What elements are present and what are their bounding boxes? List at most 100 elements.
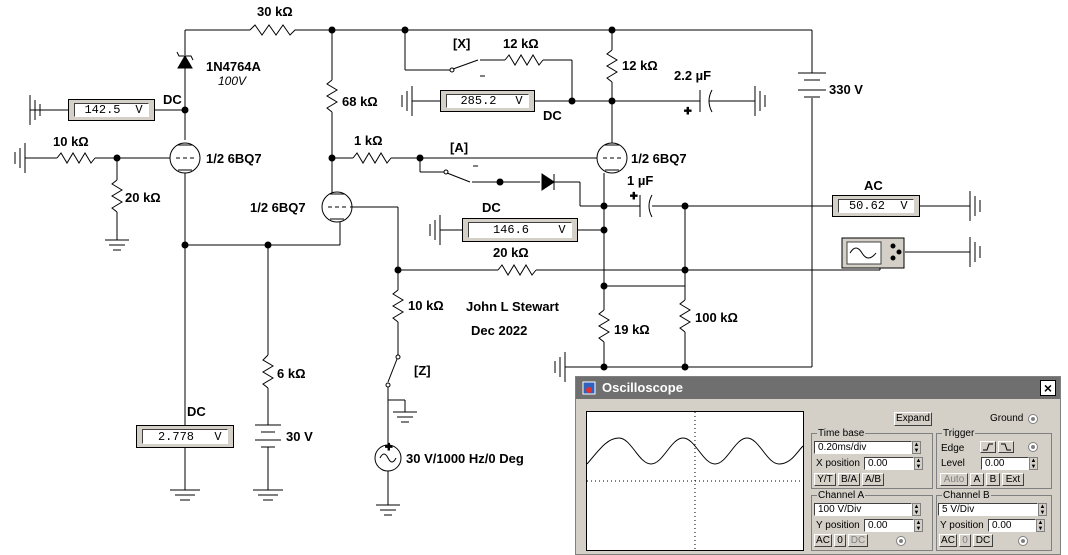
trigger-level-spinner[interactable]: ▲▼	[1029, 457, 1038, 470]
label-r-19k: 19 kΩ	[614, 322, 650, 337]
channel-a-radio[interactable]	[896, 536, 906, 546]
channel-a-dc-button[interactable]: DC	[848, 534, 868, 547]
timebase-group	[811, 433, 933, 489]
label-r-1k: 1 kΩ	[354, 133, 383, 148]
label-switch-x: [X]	[453, 36, 470, 51]
trigger-b-button[interactable]: B	[986, 473, 1000, 486]
capacitor-1uf[interactable]	[639, 194, 653, 218]
edge-rising-button[interactable]	[980, 441, 996, 453]
tube-right[interactable]	[596, 142, 628, 174]
label-dc-4: DC	[187, 404, 206, 419]
channel-a-scale[interactable]: 100 V/Div	[814, 503, 912, 516]
timebase-xpos-value[interactable]: 0.00	[864, 457, 914, 470]
ground-label: Ground	[990, 413, 1024, 424]
label-date: Dec 2022	[471, 323, 527, 338]
label-zener-part: 1N4764A	[206, 59, 262, 74]
channel-a-spinner[interactable]: ▲▼	[912, 503, 921, 516]
channel-b-ypos-spinner[interactable]: ▲▼	[1036, 519, 1045, 532]
voltmeter-2-display: 285.2 V	[446, 94, 529, 108]
zener-diode[interactable]	[176, 30, 194, 110]
ground-radio[interactable]	[1028, 414, 1038, 424]
top-rail-wires	[185, 29, 813, 368]
label-r-20k-grid: 20 kΩ	[125, 190, 161, 205]
switch-x-wires	[401, 26, 573, 101]
switch-a-wires	[416, 154, 640, 207]
oscilloscope-icon[interactable]	[841, 237, 905, 269]
label-author: John L Stewart	[466, 299, 560, 314]
channel-b-dc-button[interactable]: DC	[973, 534, 993, 547]
timebase-value[interactable]: 0.20ms/div	[814, 441, 912, 454]
oscilloscope-titlebar[interactable]: Oscilloscope ×	[576, 377, 1060, 399]
falling-edge-icon	[1001, 443, 1011, 451]
label-batt-30v: 30 V	[286, 429, 313, 444]
timebase-xpos-spinner[interactable]: ▲▼	[914, 457, 923, 470]
voltmeter-1-value: 142.5	[84, 103, 121, 117]
label-dc-2: DC	[543, 108, 562, 123]
trigger-ext-button[interactable]: Ext	[1002, 473, 1024, 486]
ac-source[interactable]: +	[374, 439, 402, 472]
trigger-a-button[interactable]: A	[970, 473, 984, 486]
channel-b-scale[interactable]: 5 V/Div	[938, 503, 1038, 516]
mode-yt-button[interactable]: Y/T	[814, 473, 836, 486]
voltmeter-2-unit: V	[515, 94, 523, 108]
voltmeter-2[interactable]: 285.2 V	[440, 90, 535, 112]
label-r-30k: 30 kΩ	[257, 4, 293, 19]
edge-falling-button[interactable]	[998, 441, 1014, 453]
trigger-level-value[interactable]: 0.00	[981, 457, 1029, 470]
rising-edge-icon	[983, 443, 993, 451]
trigger-edge-label: Edge	[941, 443, 965, 454]
channel-a-zero-button[interactable]: 0	[834, 534, 846, 547]
scope-trace	[586, 412, 804, 550]
label-tube-mid: 1/2 6BQ7	[250, 200, 306, 215]
mode-ba-button[interactable]: B/A	[838, 473, 860, 486]
expand-button[interactable]: Expand	[894, 412, 932, 426]
oscilloscope-title: Oscilloscope	[602, 380, 683, 395]
channel-a-ypos-spinner[interactable]: ▲▼	[914, 519, 923, 532]
voltmeter-5-display: 2.778 V	[142, 429, 228, 444]
channel-b-ypos-value[interactable]: 0.00	[988, 519, 1036, 532]
battery-330v[interactable]	[798, 72, 826, 98]
label-r-6k: 6 kΩ	[277, 366, 306, 381]
tube-mid[interactable]	[321, 191, 353, 223]
label-dc-1: DC	[163, 92, 182, 107]
label-r-68k: 68 kΩ	[342, 94, 378, 109]
channel-b-radio[interactable]	[1018, 536, 1028, 546]
timebase-label: Time base	[817, 428, 866, 439]
mode-ab-button[interactable]: A/B	[862, 473, 884, 486]
oscilloscope-window[interactable]: Oscilloscope × Expand Ground Time base 0…	[575, 376, 1061, 555]
channel-a-ac-button[interactable]: AC	[814, 534, 832, 547]
label-tube-left: 1/2 6BQ7	[206, 151, 262, 166]
channel-a-ypos-value[interactable]: 0.00	[864, 519, 914, 532]
channel-b-label: Channel B	[942, 490, 991, 501]
cathode-wires	[170, 241, 340, 501]
left-tube-wires	[29, 95, 189, 140]
channel-b-spinner[interactable]: ▲▼	[1038, 503, 1047, 516]
resistor-30k[interactable]	[249, 24, 300, 36]
voltmeter-5[interactable]: 2.778 V	[136, 425, 234, 448]
voltmeter-5-unit: V	[214, 429, 222, 444]
capacitor-2-2uf[interactable]	[699, 86, 766, 116]
voltmeter-ac-unit: V	[900, 199, 908, 213]
app-icon	[582, 381, 596, 395]
voltmeter-ac[interactable]: 50.62 V	[832, 195, 920, 217]
output-network	[429, 173, 981, 382]
voltmeter-3-unit: V	[558, 223, 566, 237]
voltmeter-1[interactable]: 142.5 V	[68, 99, 155, 121]
input-grid-wires	[14, 143, 170, 251]
timebase-spinner[interactable]: ▲▼	[912, 441, 921, 454]
label-zener-voltage: 100V	[218, 74, 247, 88]
trigger-auto-button[interactable]: Auto	[940, 473, 968, 486]
channel-b-zero-button[interactable]: 0	[959, 534, 971, 547]
channel-b-ac-button[interactable]: AC	[939, 534, 957, 547]
tube-left[interactable]	[169, 142, 201, 245]
voltmeter-ac-display: 50.62 V	[838, 199, 914, 213]
edge-radio[interactable]	[1028, 442, 1038, 452]
voltmeter-ac-value: 50.62	[848, 199, 885, 213]
label-batt-330v: 330 V	[829, 82, 863, 97]
label-r-10k-in: 10 kΩ	[53, 134, 89, 149]
voltmeter-3[interactable]: 146.6 V	[462, 218, 578, 242]
voltmeter-1-display: 142.5 V	[74, 103, 149, 117]
label-r-12k-plate: 12 kΩ	[622, 58, 658, 73]
close-button[interactable]: ×	[1040, 380, 1056, 396]
label-ac-source: 30 V/1000 Hz/0 Deg	[406, 451, 524, 466]
